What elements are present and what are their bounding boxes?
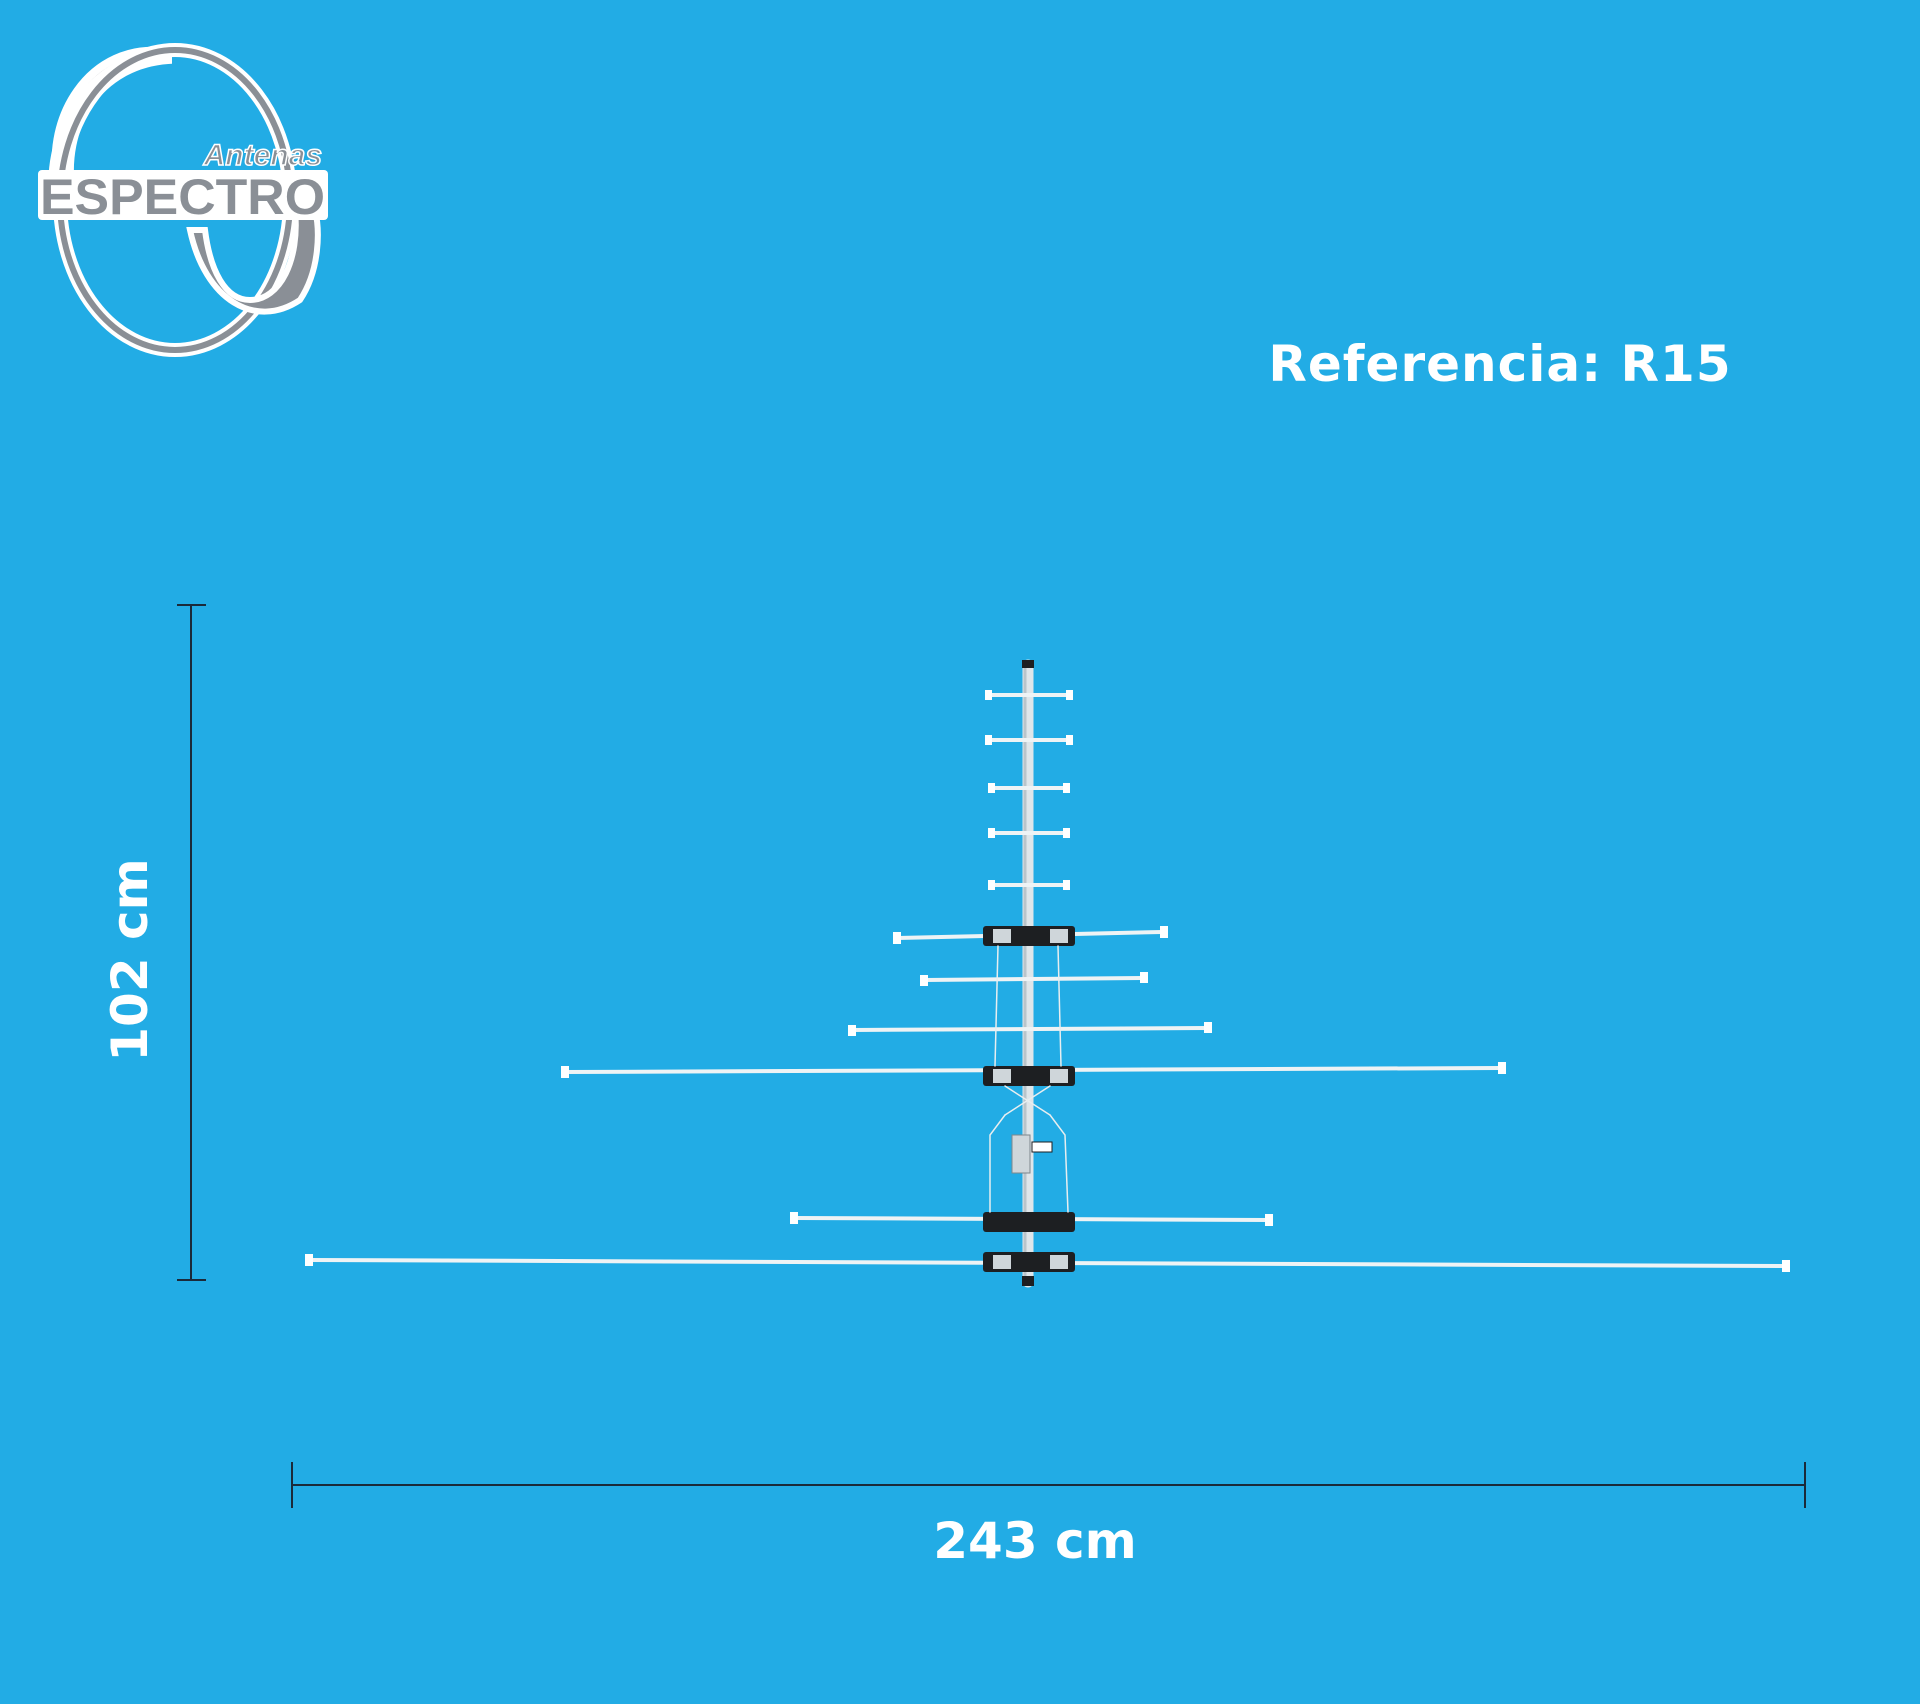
logo-text-antenas: Antenas xyxy=(203,139,322,172)
height-dimension-line xyxy=(177,604,206,1281)
width-label: 243 cm xyxy=(933,1512,1137,1570)
reference-label: Referencia: R15 xyxy=(1268,335,1732,393)
antenna-elements xyxy=(305,659,1790,1288)
element-clamps xyxy=(983,926,1075,1272)
espectro-logo: Antenas ESPECTRO xyxy=(38,43,328,357)
logo-text-espectro: ESPECTRO xyxy=(40,169,325,225)
width-dimension-line xyxy=(291,1462,1806,1508)
balun-box xyxy=(1011,1134,1031,1174)
height-label: 102 cm xyxy=(101,858,159,1062)
uhf-directors xyxy=(988,693,1070,887)
feed-wires xyxy=(989,945,1069,1213)
